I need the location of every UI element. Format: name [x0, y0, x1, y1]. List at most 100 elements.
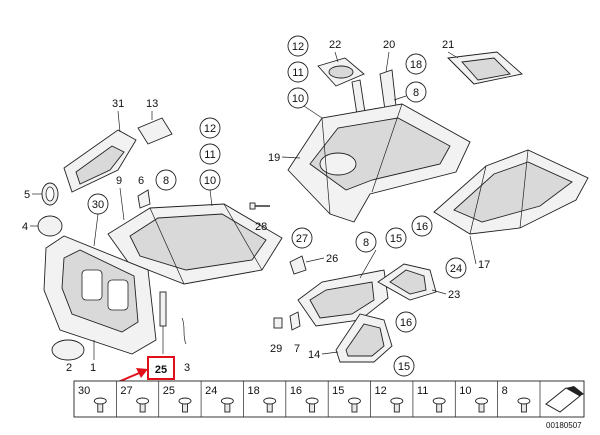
- part-15-shape: [297, 269, 389, 327]
- callout-1[interactable]: 1: [90, 362, 96, 374]
- strip-part-12[interactable]: 12: [370, 381, 404, 417]
- strip-part-30[interactable]: 30: [78, 385, 107, 413]
- callout-6[interactable]: 6: [138, 175, 144, 187]
- callout-22[interactable]: 22: [329, 39, 341, 51]
- callout-25-highlighted[interactable]: 25: [147, 356, 175, 380]
- part-1-shape: [43, 235, 157, 355]
- strip-label: 15: [332, 385, 344, 397]
- callout-12-top[interactable]: 12: [287, 35, 309, 57]
- callout-28[interactable]: 28: [255, 221, 267, 233]
- strip-label: 27: [120, 385, 132, 397]
- strip-part-15[interactable]: 15: [327, 381, 361, 417]
- callout-15-lower[interactable]: 15: [393, 355, 415, 377]
- callout-19[interactable]: 19: [268, 152, 280, 164]
- svg-text:25: 25: [155, 364, 167, 376]
- part-14-shape: [335, 313, 393, 363]
- part-5-shape: [41, 182, 59, 206]
- svg-text:10: 10: [292, 93, 304, 105]
- callout-31[interactable]: 31: [112, 98, 124, 110]
- part-2-shape: [51, 339, 85, 361]
- svg-text:30: 30: [92, 199, 104, 211]
- svg-text:12: 12: [292, 41, 304, 53]
- callout-13[interactable]: 13: [146, 98, 158, 110]
- part-28-shape: [249, 202, 270, 210]
- svg-text:8: 8: [363, 237, 369, 249]
- callout-16-right[interactable]: 16: [411, 215, 433, 237]
- strip-part-25[interactable]: 25: [158, 381, 192, 417]
- strip-label: 10: [459, 385, 471, 397]
- strip-part-10[interactable]: 10: [454, 381, 488, 417]
- callout-5[interactable]: 5: [24, 189, 30, 201]
- fastener-icon: [305, 397, 319, 413]
- callout-29[interactable]: 29: [270, 343, 282, 355]
- svg-text:18: 18: [410, 59, 422, 71]
- callout-18-top[interactable]: 18: [405, 53, 427, 75]
- callout-9[interactable]: 9: [116, 175, 122, 187]
- part-6-shape: [137, 189, 151, 209]
- svg-text:24: 24: [450, 263, 462, 275]
- callout-7[interactable]: 7: [294, 343, 300, 355]
- callout-10-top[interactable]: 10: [287, 87, 309, 109]
- fastener-icon: [136, 397, 150, 413]
- callout-4[interactable]: 4: [22, 221, 28, 233]
- callout-16-lower[interactable]: 16: [395, 311, 417, 333]
- strip-part-11[interactable]: 11: [412, 381, 446, 417]
- callout-8-top[interactable]: 8: [405, 81, 427, 103]
- catalog-arrow-icon: [545, 386, 584, 413]
- callout-17[interactable]: 17: [478, 259, 490, 271]
- strip-label: 30: [78, 385, 90, 397]
- svg-text:27: 27: [296, 233, 308, 245]
- callout-8-right[interactable]: 8: [355, 231, 377, 253]
- strip-part-8[interactable]: 8: [497, 381, 531, 417]
- strip-label: 25: [163, 385, 175, 397]
- part-21-shape: [447, 51, 523, 85]
- callout-24[interactable]: 24: [445, 257, 467, 279]
- fastener-icon: [263, 397, 277, 413]
- callout-27-mid[interactable]: 27: [291, 227, 313, 249]
- strip-part-24[interactable]: 24: [200, 381, 234, 417]
- part-31-shape: [63, 129, 137, 193]
- fastener-icon: [432, 397, 446, 413]
- svg-text:15: 15: [398, 361, 410, 373]
- part-13-shape: [137, 117, 173, 145]
- callout-11-top[interactable]: 11: [287, 61, 309, 83]
- strip-part-27[interactable]: 27: [116, 381, 150, 417]
- callout-30-mid[interactable]: 30: [87, 193, 109, 215]
- strip-label: 16: [290, 385, 302, 397]
- callout-15-right[interactable]: 15: [385, 227, 407, 249]
- part-19-shape: [287, 103, 471, 223]
- callout-20[interactable]: 20: [383, 39, 395, 51]
- strip-label: 18: [247, 385, 259, 397]
- callout-11-mid[interactable]: 11: [199, 143, 221, 165]
- callout-23[interactable]: 23: [448, 289, 460, 301]
- callout-10-mid[interactable]: 10: [199, 169, 221, 191]
- catalog-number: 00180507: [546, 421, 582, 430]
- part-29-shape: [273, 317, 283, 329]
- fastener-icon: [178, 397, 192, 413]
- svg-text:10: 10: [204, 175, 216, 187]
- svg-text:15: 15: [390, 233, 402, 245]
- svg-text:16: 16: [400, 317, 412, 329]
- part-4-shape: [37, 215, 63, 237]
- callout-12-mid[interactable]: 12: [199, 117, 221, 139]
- svg-text:11: 11: [204, 149, 215, 161]
- fastener-icon: [93, 397, 107, 413]
- strip-part-16[interactable]: 16: [285, 381, 319, 417]
- callout-2[interactable]: 2: [66, 362, 72, 374]
- callout-14[interactable]: 14: [308, 349, 320, 361]
- callout-26[interactable]: 26: [326, 253, 338, 265]
- strip-part-18[interactable]: 18: [243, 381, 277, 417]
- part-23-shape: [377, 263, 437, 301]
- part-17-shape: [433, 149, 589, 235]
- strip-label: 8: [502, 385, 508, 397]
- callout-21[interactable]: 21: [442, 39, 454, 51]
- fastener-icon: [390, 397, 404, 413]
- part-7-shape: [289, 311, 301, 331]
- callout-8-mid[interactable]: 8: [155, 169, 177, 191]
- callout-3[interactable]: 3: [184, 362, 190, 374]
- strip-label: 24: [205, 385, 217, 397]
- part-25-shape: [159, 291, 167, 354]
- fastener-icon: [475, 397, 488, 413]
